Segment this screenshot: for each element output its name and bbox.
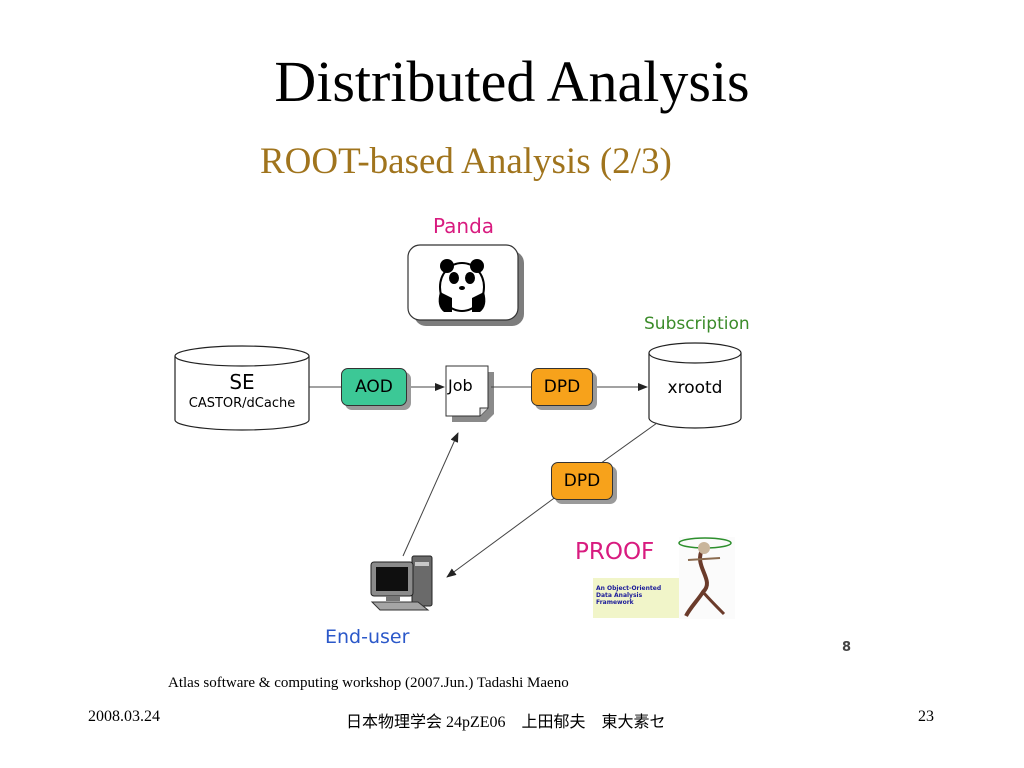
proof-logo-text: An Object-Oriented Data Analysis Framewo…: [596, 585, 662, 606]
xrootd-cylinder: [648, 342, 742, 429]
slide-subtitle: ROOT-based Analysis (2/3): [260, 141, 672, 182]
panda-icon: [438, 259, 486, 312]
se-label: SE: [229, 370, 255, 394]
connector-xrootd-dpd: [596, 422, 658, 467]
xrootd-label: xrootd: [667, 378, 723, 398]
se-storage-cylinder: [174, 345, 310, 431]
proof-logo: [593, 537, 735, 619]
footer-page-number: 23: [918, 708, 934, 725]
panda-label: Panda: [433, 214, 495, 238]
arrow-dpd-enduser: [446, 495, 558, 578]
proof-label: PROOF: [575, 539, 655, 565]
footer-date: 2008.03.24: [88, 708, 160, 725]
computer-icon: [370, 555, 433, 611]
slide-title: Distributed Analysis: [274, 49, 750, 114]
se-sublabel: CASTOR/dCache: [188, 396, 296, 411]
aod-box: AOD: [341, 368, 407, 406]
subscription-label: Subscription: [644, 314, 750, 334]
arrow-enduser-job: [402, 432, 459, 557]
footer-center: 日本物理学会 24pZE06 上田郁夫 東大素セ: [346, 714, 666, 731]
dpd-box-bottom: DPD: [551, 462, 613, 500]
dpd-box-top: DPD: [531, 368, 593, 406]
job-label: Job: [448, 376, 473, 395]
job-document-icon: [445, 365, 494, 422]
inner-page-number: 8: [842, 640, 852, 655]
credit-line: Atlas software & computing workshop (200…: [168, 675, 569, 691]
enduser-label: End-user: [325, 626, 410, 648]
